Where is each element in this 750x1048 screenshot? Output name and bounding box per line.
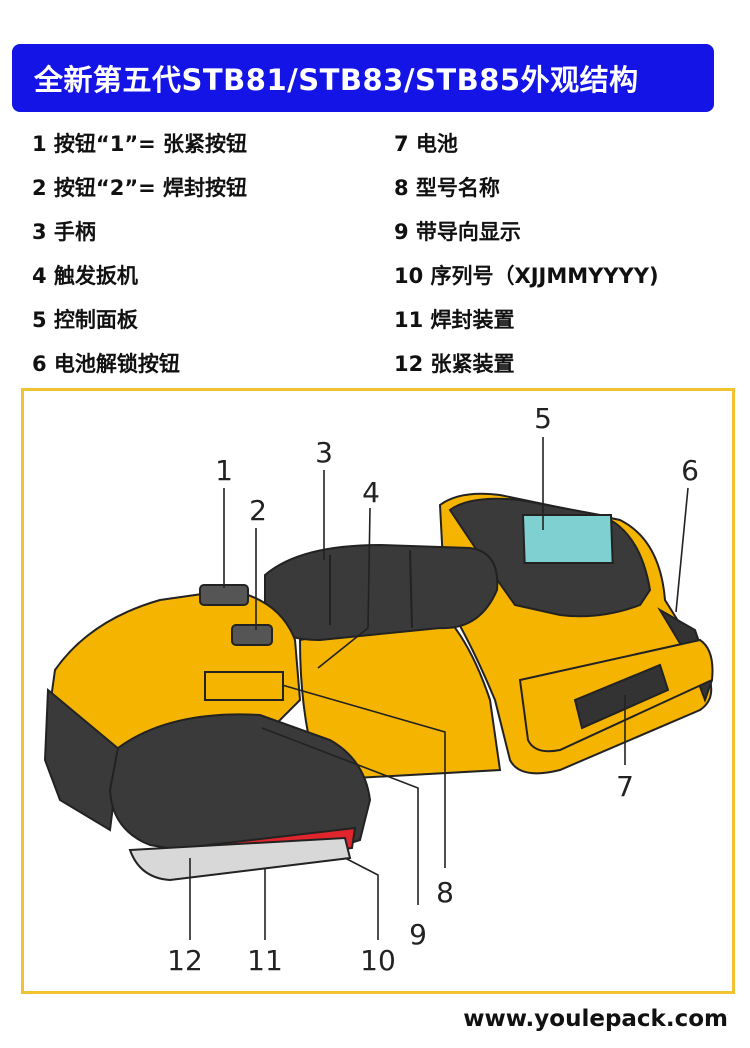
legend-item-12: 12 张紧装置 <box>394 352 515 376</box>
sealing-cover <box>108 713 372 857</box>
callout-3: 3 <box>315 436 333 469</box>
front-lower <box>43 687 122 832</box>
legend-item-10: 10 序列号（XJJMMYYYY) <box>394 264 659 288</box>
diagram-frame <box>21 388 735 994</box>
callout-5: 5 <box>534 402 552 435</box>
model-plate <box>204 671 284 701</box>
title-banner: 全新第五代STB81/STB83/STB85外观结构 <box>12 44 714 112</box>
battery-slot <box>573 663 670 730</box>
callout-9: 9 <box>409 918 427 951</box>
legend-item-1: 1 按钮“1”= 张紧按钮 <box>32 132 248 156</box>
legend-item-4: 4 触发扳机 <box>32 264 138 288</box>
legend-item-11: 11 焊封装置 <box>394 308 515 332</box>
legend-item-7: 7 电池 <box>394 132 458 156</box>
legend-item-8: 8 型号名称 <box>394 176 500 200</box>
legend-item-9: 9 带导向显示 <box>394 220 521 244</box>
base-plate <box>128 836 352 882</box>
footer-url[interactable]: www.youlepack.com <box>463 1006 728 1032</box>
callout-1: 1 <box>215 454 233 487</box>
legend-item-6: 6 电池解锁按钮 <box>32 352 180 376</box>
callout-2: 2 <box>249 494 267 527</box>
legend-item-2: 2 按钮“2”= 焊封按钮 <box>32 176 248 200</box>
callout-8: 8 <box>436 876 454 909</box>
legend-item-5: 5 控制面板 <box>32 308 138 332</box>
callout-12: 12 <box>167 944 203 977</box>
control-panel-display <box>521 514 614 564</box>
callout-4: 4 <box>362 476 380 509</box>
button-2 <box>231 624 273 646</box>
callout-7: 7 <box>616 770 634 803</box>
callout-11: 11 <box>247 944 283 977</box>
handle <box>264 543 499 642</box>
legend-item-3: 3 手柄 <box>32 220 96 244</box>
page-title: 全新第五代STB81/STB83/STB85外观结构 <box>34 63 639 97</box>
callout-6: 6 <box>681 454 699 487</box>
callout-10: 10 <box>360 944 396 977</box>
